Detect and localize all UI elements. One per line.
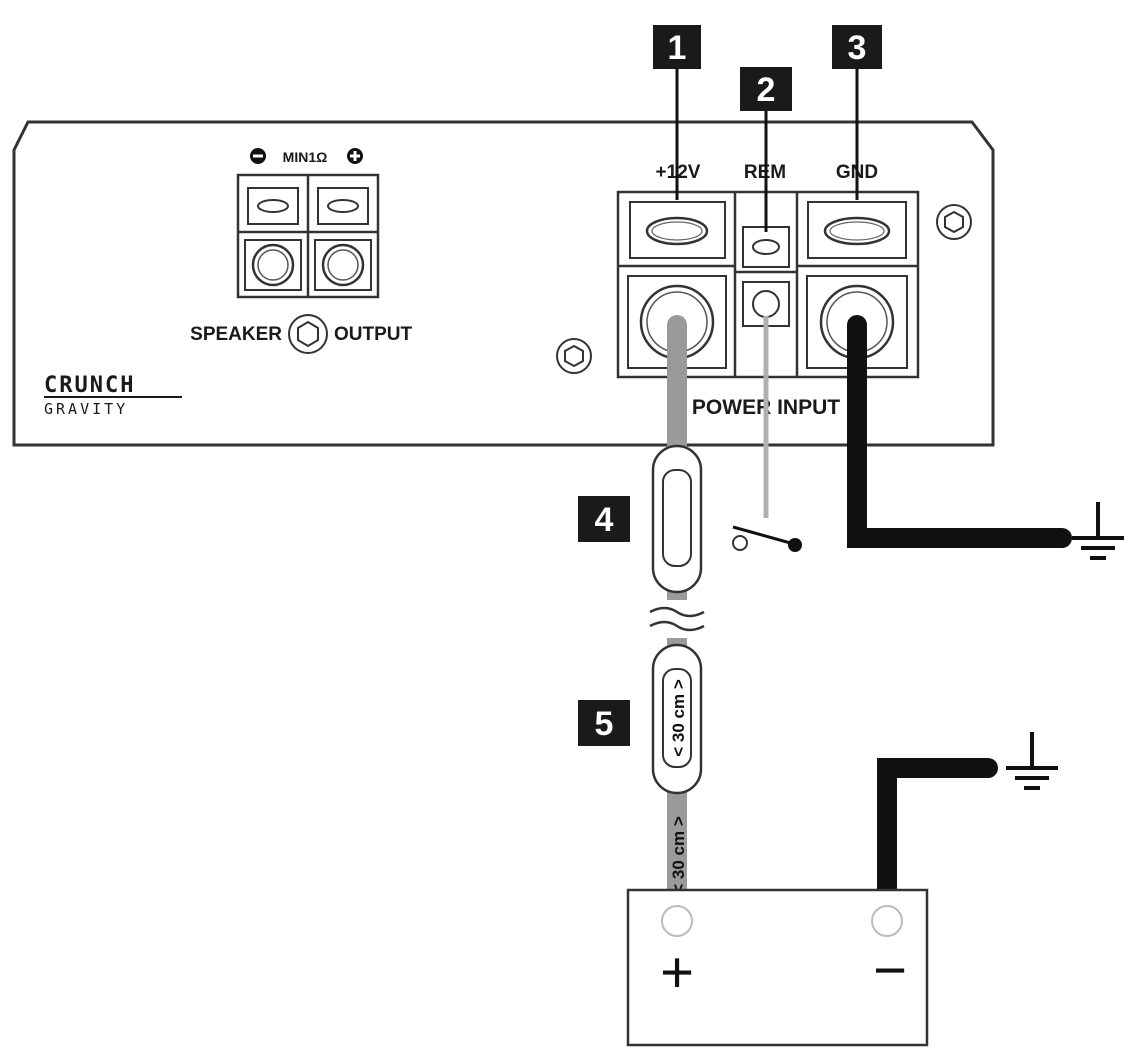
speaker-terminal-minus-screw (251, 243, 295, 287)
svg-text:GRAVITY: GRAVITY (44, 400, 128, 418)
battery-ground-wire (877, 758, 998, 930)
speaker-impedance: MIN1Ω (283, 149, 328, 165)
speaker-terminal-plus-screw (321, 243, 365, 287)
svg-text:CRUNCH: CRUNCH (44, 373, 135, 398)
brand-logo: CRUNCH GRAVITY (44, 373, 182, 418)
battery-positive-terminal (661, 905, 693, 937)
speaker-label: SPEAKER (190, 324, 282, 345)
svg-text:4: 4 (595, 501, 614, 539)
svg-text:5: 5 (595, 705, 614, 743)
callout-2: 2 (740, 67, 792, 232)
callout-3: 3 (832, 25, 882, 200)
cable-length-note-upper: < 30 cm > (669, 679, 688, 757)
callout-5: 5 (578, 700, 630, 746)
cable-break-marks (649, 600, 705, 638)
fuse-holder-1 (651, 444, 703, 594)
amp-ground-wire (847, 315, 1072, 548)
terminal-gnd-top (807, 201, 907, 259)
callout-1: 1 (653, 25, 701, 200)
battery: + − (626, 888, 929, 1047)
mount-screw-right (936, 204, 972, 240)
ground-icon-battery (1006, 732, 1058, 790)
mount-screw-left (556, 338, 592, 374)
battery-negative-terminal (871, 905, 903, 937)
fuse-holder-2 (651, 643, 703, 795)
speaker-output-block: MIN1Ω SPEAKER OUTPUT (190, 148, 413, 354)
svg-text:2: 2 (757, 71, 776, 109)
cable-length-note-lower: < 30 cm > (669, 816, 688, 894)
terminal-12v-top (629, 201, 726, 259)
remote-switch (732, 525, 802, 552)
battery-positive-symbol: + (660, 940, 694, 1005)
battery-negative-symbol: − (873, 938, 907, 1003)
speaker-terminal-plus-top (317, 187, 369, 225)
ground-icon (1072, 502, 1124, 560)
callout-4: 4 (578, 496, 630, 542)
svg-text:3: 3 (848, 29, 867, 67)
speaker-terminal-minus-top (247, 187, 299, 225)
output-label: OUTPUT (334, 324, 413, 345)
mount-screw-speaker (288, 314, 328, 354)
svg-text:1: 1 (668, 29, 687, 67)
